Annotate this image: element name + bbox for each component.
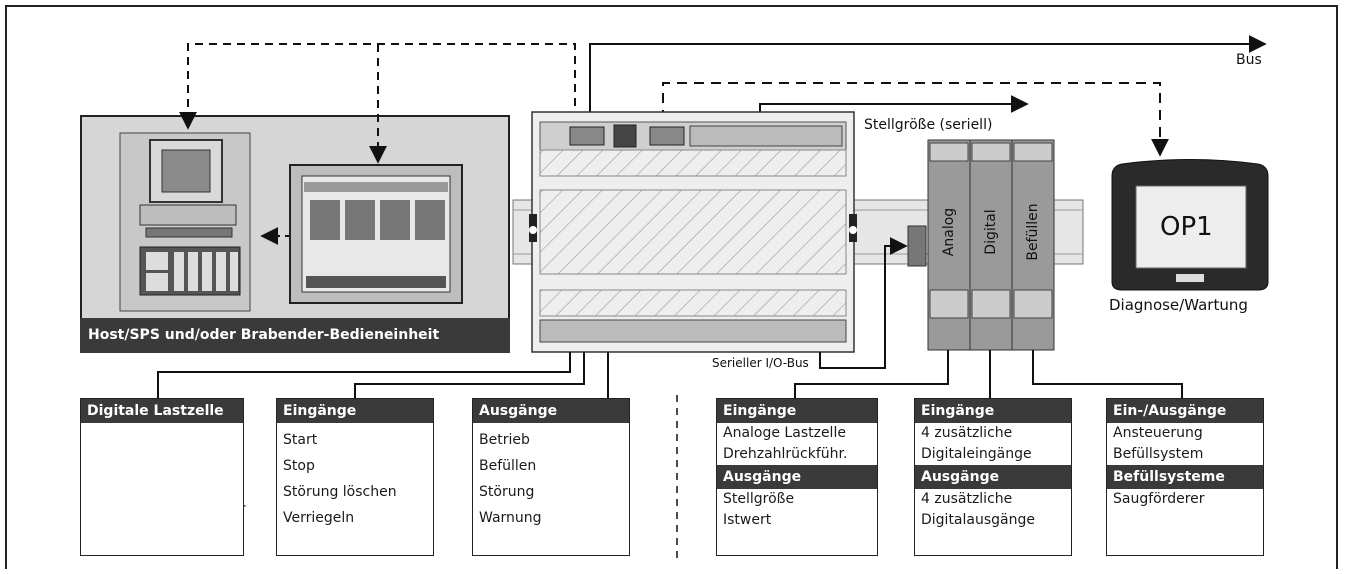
list-item: Digitaleingänge [921, 446, 1032, 462]
list-item: Verriegeln [283, 510, 355, 526]
list-item: Start [283, 432, 318, 448]
box-befuell-modul: Ein-/Ausgänge Ansteuerung Befüllsystem B… [1106, 398, 1264, 556]
box-title: Digitale Lastzelle [81, 399, 243, 423]
box-title: Eingänge [717, 399, 877, 423]
module-digital-label: Digital [983, 209, 999, 255]
op1-label: OP1 [1160, 212, 1213, 242]
list-item: Digitalausgänge [921, 512, 1035, 528]
touch-panel-illustration [289, 164, 463, 304]
diagnose-label: Diagnose/Wartung [1109, 296, 1248, 314]
box-title: Ein-/Ausgänge [1107, 399, 1263, 423]
list-item: Befüllen [479, 458, 537, 474]
list-item: 4 zusätzliche [921, 425, 1013, 441]
box-title: Ausgänge [473, 399, 629, 423]
list-item: Analoge Lastzelle [723, 425, 846, 441]
box-ausgaenge: Ausgänge Betrieb Befüllen Störung Warnun… [472, 398, 630, 556]
io-modules [907, 139, 1055, 351]
list-item: Drehzahlrückführ. [723, 446, 848, 462]
io-bus-label: Serieller I/O-Bus [712, 356, 809, 370]
list-item: Stellgröße [723, 491, 795, 507]
list-item: Störung [479, 484, 535, 500]
box-analog-modul: Eingänge Analoge Lastzelle Drehzahlrückf… [716, 398, 878, 556]
list-item: Betrieb [479, 432, 530, 448]
box-title: Eingänge [915, 399, 1071, 423]
dashed-host-links [179, 43, 576, 245]
host-caption: Host/SPS und/oder Brabender-Bedieneinhei… [80, 318, 510, 353]
list-item: Befüllsystem [1113, 446, 1204, 462]
bus-label: Bus [1236, 52, 1262, 68]
io-links [157, 237, 1183, 398]
box-subtitle: Ausgänge [915, 465, 1071, 489]
box-subtitle: Ausgänge [717, 465, 877, 489]
main-controller [529, 111, 857, 353]
box-title: Eingänge [277, 399, 433, 423]
list-item: 4 zusätzliche [921, 491, 1013, 507]
list-item: Warnung [479, 510, 542, 526]
box-digital-modul: Eingänge 4 zusätzliche Digitaleingänge A… [914, 398, 1072, 556]
list-item: Ansteuerung [1113, 425, 1203, 441]
op1-panel [1111, 159, 1269, 291]
module-befuellen-label: Befüllen [1025, 203, 1041, 261]
box-subtitle: Befüllsysteme [1107, 465, 1263, 489]
box-digitale-lastzelle: Digitale Lastzelle [80, 398, 244, 556]
computer-illustration [119, 132, 251, 312]
list-item: Saugförderer [1113, 491, 1205, 507]
module-analog-label: Analog [941, 207, 957, 257]
list-item: Störung löschen [283, 484, 397, 500]
list-item: Istwert [723, 512, 772, 528]
stellgroesse-label: Stellgröße (seriell) [864, 117, 993, 133]
dashed-op-link [662, 82, 1169, 157]
diagram-frame [5, 5, 1338, 569]
list-item: Stop [283, 458, 315, 474]
box-eingaenge: Eingänge Start Stop Störung löschen Verr… [276, 398, 434, 556]
